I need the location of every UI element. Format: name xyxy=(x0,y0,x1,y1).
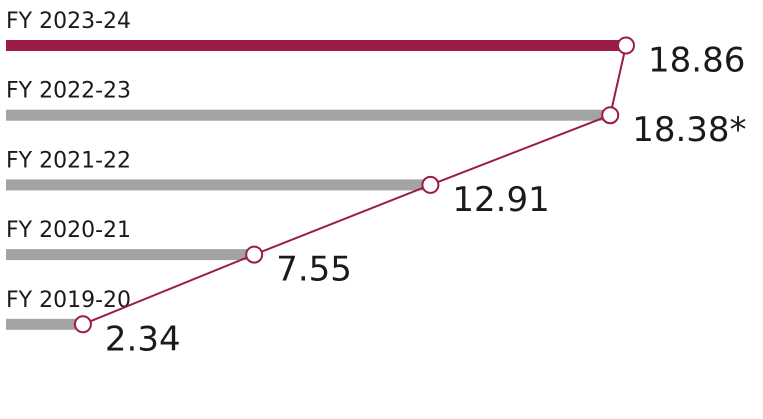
bar-3 xyxy=(6,249,255,261)
bar-0 xyxy=(6,40,626,51)
category-label-2: FY 2021-22 xyxy=(6,148,131,173)
category-label-1: FY 2022-23 xyxy=(6,79,131,104)
bar-4 xyxy=(6,318,83,330)
marker-4 xyxy=(73,315,92,334)
marker-3 xyxy=(245,245,264,264)
bars-group xyxy=(6,40,626,330)
value-label-3: 7.55 xyxy=(276,250,352,290)
value-labels-group: 18.86 18.38* 12.91 7.55 2.34 xyxy=(105,41,747,360)
markers-group xyxy=(73,36,635,334)
value-label-2: 12.91 xyxy=(452,180,549,220)
marker-2 xyxy=(421,175,440,194)
bar-2 xyxy=(6,179,431,191)
category-label-3: FY 2020-21 xyxy=(6,218,131,243)
category-label-4: FY 2019-20 xyxy=(6,288,131,313)
category-labels-group: FY 2023-24 FY 2022-23 FY 2021-22 FY 2020-21… xyxy=(6,9,131,313)
marker-1 xyxy=(601,106,620,125)
marker-0 xyxy=(617,36,635,55)
value-label-1: 18.38* xyxy=(632,110,746,150)
bar-1 xyxy=(6,109,611,121)
value-label-0: 18.86 xyxy=(648,41,745,81)
value-label-4: 2.34 xyxy=(105,319,181,359)
category-label-0: FY 2023-24 xyxy=(6,9,131,34)
